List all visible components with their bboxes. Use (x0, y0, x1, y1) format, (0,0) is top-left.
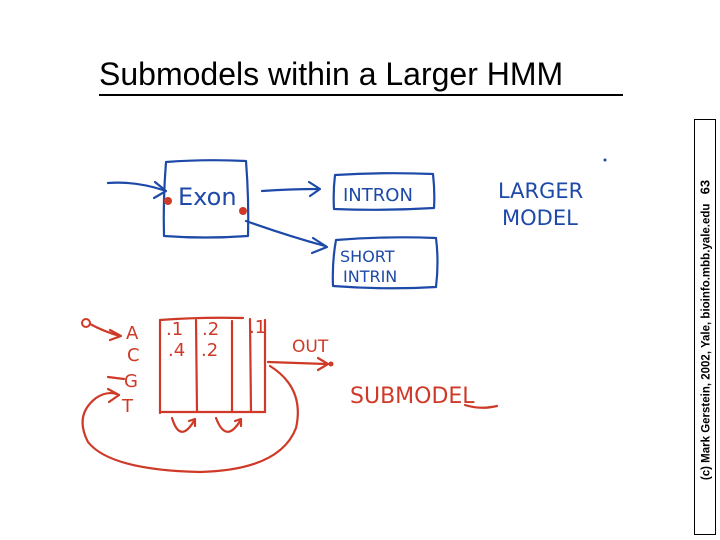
return-loop (81, 364, 299, 474)
base-labels: A C G T (121, 323, 140, 417)
exon-entry-dot (164, 197, 172, 205)
col2-prob-1: .2 (202, 319, 219, 340)
base-c: C (127, 345, 140, 366)
out-label: OUT (292, 337, 329, 357)
base-t: T (121, 396, 134, 417)
exon-label: Exon (178, 183, 237, 211)
out-dot (328, 361, 334, 367)
intron-state: INTRON (332, 172, 436, 211)
short-intron-state: SHORT INTRIN (331, 236, 439, 290)
exon-state: Exon (162, 159, 250, 239)
submodel-underline-stroke (463, 403, 499, 409)
ink-dot (603, 158, 607, 162)
col2-prob-2: .2 (201, 340, 218, 361)
submodel-columns (158, 316, 267, 415)
exon-exit-dot (239, 207, 247, 215)
base-g: G (124, 371, 138, 392)
short-intron-label-2: INTRIN (343, 267, 397, 286)
submodel-entry-arrow (88, 322, 123, 342)
col1-prob-1: .1 (166, 319, 183, 340)
side-label-box (694, 119, 716, 535)
out-arrow (266, 356, 330, 372)
g-entry-arrow (106, 375, 126, 381)
submodel-start-circle (81, 318, 91, 328)
emission-probabilities: .1 .4 .2 .2 .1 (166, 317, 266, 361)
larger-model-label-2: MODEL (502, 206, 578, 230)
exon-entry-arrow (106, 180, 168, 200)
title-underline (99, 94, 623, 96)
base-a: A (126, 323, 139, 344)
slide-title: Submodels within a Larger HMM (99, 56, 564, 92)
col1-prob-2: .4 (168, 340, 185, 361)
intron-label: INTRON (343, 185, 413, 206)
submodel-label: SUBMODEL (350, 384, 475, 409)
self-loops (170, 416, 243, 433)
col3-prob-1: .1 (249, 317, 266, 338)
exon-to-intron-arrow (260, 180, 322, 198)
short-intron-label-1: SHORT (340, 247, 395, 266)
larger-model-label-1: LARGER (498, 179, 583, 203)
exon-to-short-intron-arrow (244, 219, 329, 255)
